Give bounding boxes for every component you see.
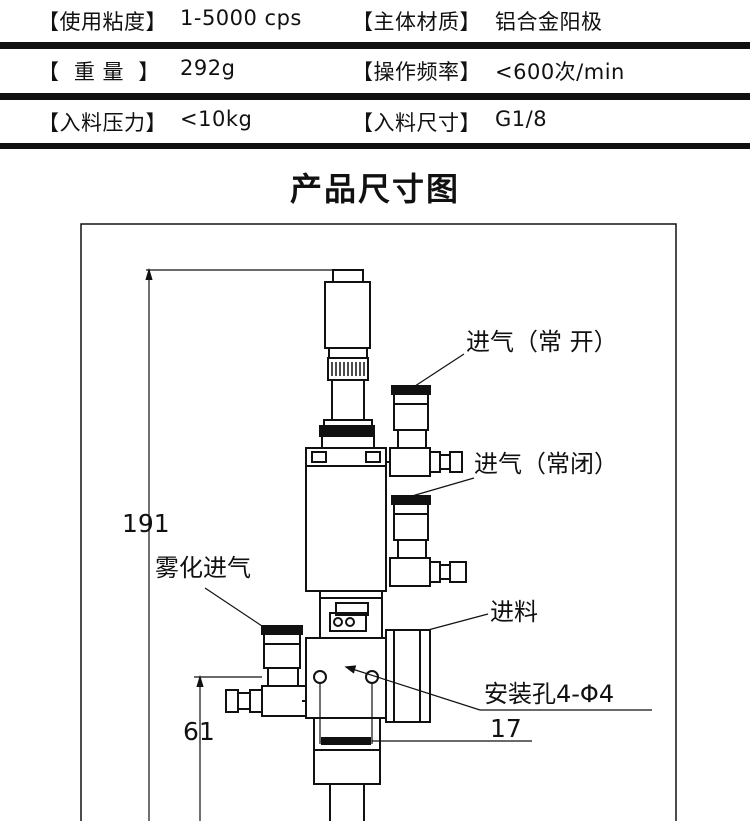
spec-value-inlet-size: G1/8 bbox=[495, 107, 548, 131]
spec-value-frequency: <600次/min bbox=[495, 60, 625, 84]
label-air-normally-closed: 进气（常闭） bbox=[474, 450, 618, 478]
dimension-overall-height bbox=[145, 267, 333, 821]
spec-label-frequency: 【操作频率】 bbox=[352, 60, 481, 84]
label-air-normally-open: 进气（常 开） bbox=[466, 328, 618, 356]
dim-overall-height: 191 bbox=[122, 509, 170, 538]
spec-row-weight: 【 重 量 】 292g 【操作频率】 <600次/min bbox=[0, 50, 750, 94]
spec-label-inlet-size: 【入料尺寸】 bbox=[352, 111, 481, 135]
fitting-air-normally-closed bbox=[389, 495, 467, 587]
spec-value-weight: 292g bbox=[180, 56, 236, 80]
spec-label-pressure: 【入料压力】 bbox=[38, 111, 167, 135]
table-divider bbox=[0, 143, 750, 149]
spec-row-inlet: 【入料压力】 <10kg 【入料尺寸】 G1/8 bbox=[0, 101, 750, 145]
spec-label-material: 【主体材质】 bbox=[352, 10, 481, 34]
leader-normally-open bbox=[411, 353, 465, 389]
dimension-hole-spacing bbox=[319, 683, 532, 745]
spec-value-material: 铝合金阳极 bbox=[495, 10, 603, 34]
dimension-inlet-height bbox=[194, 674, 262, 821]
spec-row-viscosity: 【使用粘度】 1-5000 cps 【主体材质】 铝合金阳极 bbox=[0, 0, 750, 44]
leader-material bbox=[427, 613, 489, 631]
spec-label-weight: 【 重 量 】 bbox=[38, 60, 160, 84]
fitting-air-normally-open bbox=[386, 385, 463, 477]
leader-atomizing bbox=[204, 587, 263, 627]
valve-body bbox=[305, 269, 387, 821]
dim-hole-spacing: 17 bbox=[490, 714, 522, 743]
label-material-inlet: 进料 bbox=[490, 598, 538, 626]
fitting-atomizing-air bbox=[225, 625, 307, 717]
drawing-frame bbox=[80, 223, 677, 821]
material-inlet-block bbox=[385, 629, 431, 723]
label-mounting-holes: 安装孔4-Φ4 bbox=[484, 680, 614, 708]
spec-label-viscosity: 【使用粘度】 bbox=[38, 10, 167, 34]
spec-value-pressure: <10kg bbox=[180, 107, 253, 131]
section-title: 产品尺寸图 bbox=[289, 170, 460, 208]
leader-normally-closed bbox=[411, 477, 475, 497]
spec-value-viscosity: 1-5000 cps bbox=[180, 6, 302, 30]
table-divider bbox=[0, 93, 750, 100]
table-divider bbox=[0, 42, 750, 49]
leader-mounting-holes bbox=[345, 666, 481, 711]
dim-inlet-height: 61 bbox=[183, 717, 215, 746]
leader-lines bbox=[204, 353, 652, 711]
label-atomizing-air: 雾化进气 bbox=[155, 554, 251, 582]
